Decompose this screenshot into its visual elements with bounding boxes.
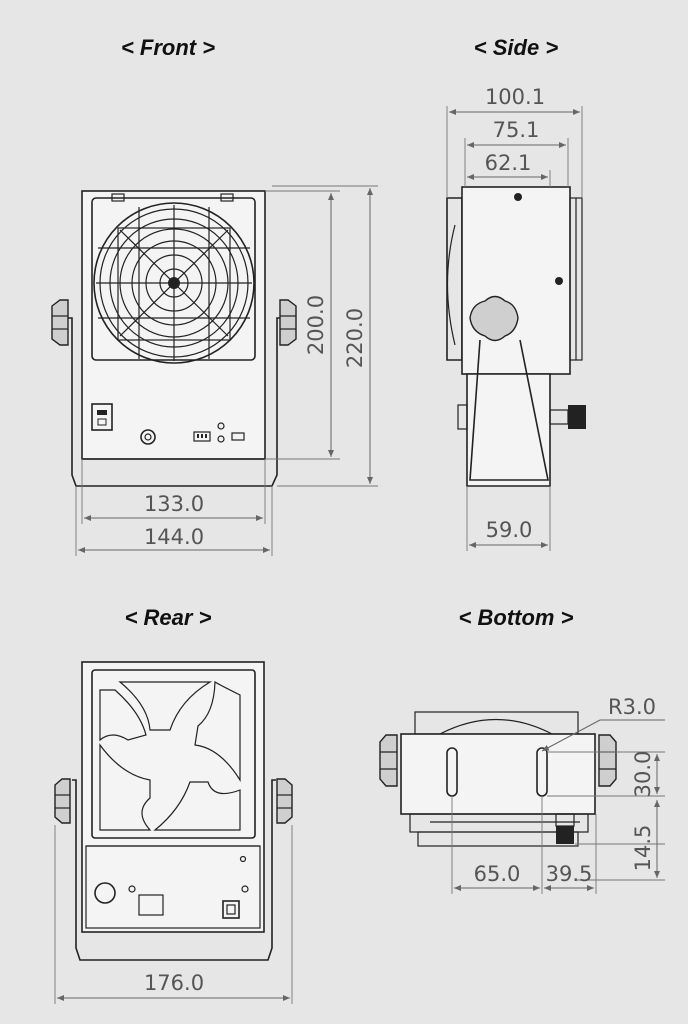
- bottom-fitting: [556, 826, 574, 844]
- dim-rear-width: 176.0: [144, 971, 204, 995]
- rear-stand: [72, 779, 276, 961]
- rear-fan-opening: [91, 669, 256, 839]
- bottom-body: [400, 733, 596, 815]
- dim-front-height-outer: 220.0: [343, 308, 367, 368]
- power-switch: [91, 403, 113, 431]
- rear-view: [54, 661, 293, 961]
- front-stand: [67, 317, 282, 487]
- side-dimensions: 100.1 75.1 62.1 59.0: [446, 85, 583, 551]
- dc-jack: [222, 900, 240, 919]
- side-view-title: < Side >: [474, 35, 559, 60]
- dim-bottom-x1: 65.0: [474, 862, 521, 886]
- side-housing: [461, 186, 571, 375]
- rear-dimensions: 176.0: [54, 825, 293, 1004]
- dip-switch: [193, 431, 211, 442]
- rear-left-knob: [54, 778, 71, 824]
- rear-body: [81, 661, 265, 933]
- dim-front-width-inner: 133.0: [144, 492, 204, 516]
- dim-bottom-slot: 30.0: [631, 751, 655, 798]
- air-fitting: [568, 405, 586, 429]
- front-connector: [140, 429, 156, 445]
- dim-front-width-outer: 144.0: [144, 525, 204, 549]
- rear-right-knob: [276, 778, 293, 824]
- rear-view-title: < Rear >: [125, 605, 212, 630]
- right-knob: [279, 299, 297, 346]
- side-bracket: [469, 339, 549, 481]
- dim-front-height-inner: 200.0: [304, 295, 328, 355]
- bottom-dimensions: R3.0 30.0 14.5 65.0 39.5: [451, 695, 665, 894]
- front-view-title: < Front >: [121, 35, 215, 60]
- bottom-view: [379, 711, 617, 847]
- rear-label-plate: [138, 894, 164, 916]
- dim-side-d2: 75.1: [493, 118, 540, 142]
- side-knob: [469, 295, 519, 342]
- rear-port: [94, 882, 116, 904]
- left-knob: [51, 299, 69, 346]
- front-dimensions: 200.0 220.0 133.0 144.0: [75, 185, 378, 556]
- dim-bottom-offset: 14.5: [631, 825, 655, 872]
- dim-side-d1: 100.1: [485, 85, 545, 109]
- bottom-view-title: < Bottom >: [459, 605, 574, 630]
- dim-side-d3: 62.1: [485, 151, 532, 175]
- rear-fan-blades: [99, 680, 241, 831]
- bottom-left-knob: [379, 734, 398, 787]
- fan-guard: [93, 202, 255, 364]
- front-view: [51, 190, 297, 487]
- dim-side-base: 59.0: [486, 518, 533, 542]
- side-view: [446, 186, 586, 487]
- dim-bottom-x2: 39.5: [546, 862, 593, 886]
- dim-bottom-radius: R3.0: [608, 695, 656, 719]
- bottom-right-knob: [598, 734, 617, 787]
